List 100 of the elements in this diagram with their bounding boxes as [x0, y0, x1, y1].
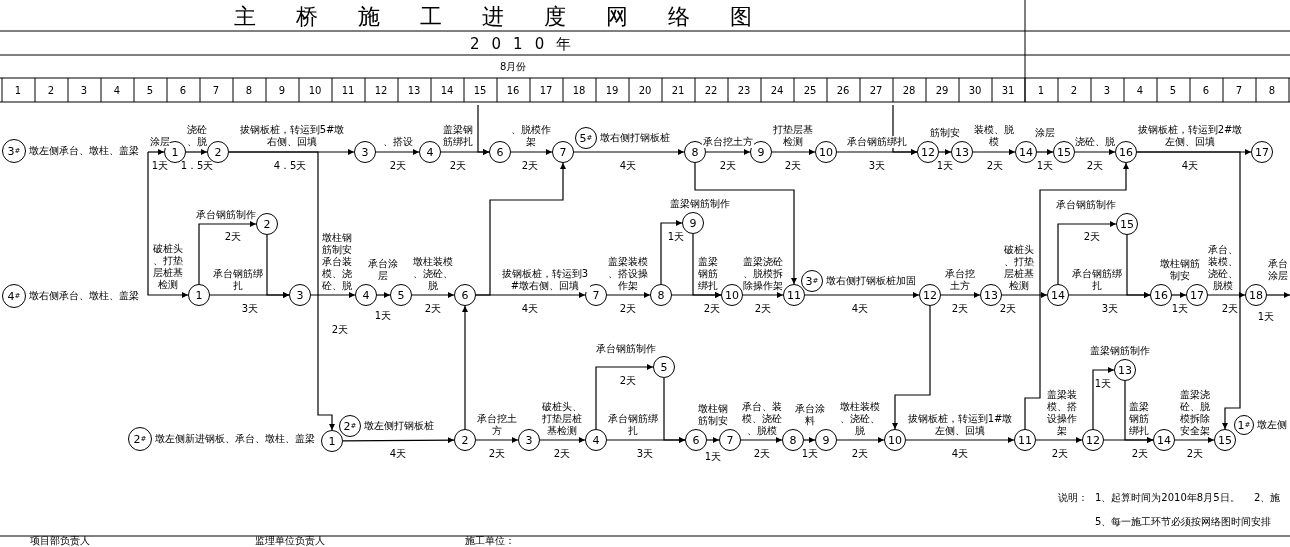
- duration-label: 4天: [389, 447, 407, 461]
- pier-caption: 墩左侧: [1257, 418, 1287, 432]
- edge-label: 涂层: [1035, 127, 1055, 139]
- edge-label: 承台钢筋绑扎: [212, 268, 264, 292]
- duration-label: 2天: [619, 374, 637, 388]
- day-number: 23: [737, 84, 751, 96]
- event-circle: 5: [653, 356, 675, 378]
- duration-label: 3天: [636, 447, 654, 461]
- duration-label: 2天: [986, 159, 1004, 173]
- arrow: [198, 221, 257, 285]
- arrow: [892, 305, 931, 430]
- day-number: 15: [473, 84, 487, 96]
- day-number: 6: [1202, 84, 1210, 96]
- duration-label: 2天: [951, 302, 969, 316]
- event-circle: 1: [321, 430, 343, 452]
- edge-label: 拔钢板桩，转运到2#墩左侧、回填: [1137, 124, 1243, 148]
- day-number: 27: [869, 84, 883, 96]
- arrow: [228, 151, 335, 431]
- edge-label: 墩柱钢筋制安: [1160, 258, 1200, 282]
- event-circle: 6: [685, 429, 707, 451]
- note-text: 说明：: [1058, 491, 1088, 505]
- arrow: [1074, 149, 1116, 155]
- arrow: [475, 437, 519, 443]
- event-circle: 12: [917, 141, 939, 163]
- arrow: [185, 149, 208, 155]
- edge-label: 墩柱钢筋制安承台装模、浇砼、脱: [322, 232, 352, 292]
- edge-label: 拔钢板桩，转运到3#墩右侧、回填: [500, 268, 590, 292]
- event-circle: 15: [1053, 141, 1075, 163]
- arrow: [1057, 221, 1117, 285]
- arrow: [771, 149, 816, 155]
- arrow: [705, 149, 751, 155]
- day-number: 21: [671, 84, 685, 96]
- event-circle: 4: [355, 284, 377, 306]
- arrow: [663, 377, 686, 443]
- duration-label: 1天: [1257, 310, 1275, 324]
- edge-label: 承台钢筋制作: [596, 343, 656, 355]
- event-circle: 16: [1115, 141, 1137, 163]
- event-circle: 4: [419, 141, 441, 163]
- duration-label: 3天: [241, 302, 259, 316]
- duration-label: 2天: [1086, 159, 1104, 173]
- note-text: 2、施: [1254, 491, 1281, 505]
- pier-number-circle: 1$^{#}$: [1234, 415, 1254, 435]
- edge-label: 拔钢板桩，转运到1#墩左侧、回填: [906, 413, 1014, 437]
- edge-label: 承台钢筋制作: [196, 209, 256, 221]
- edge-label: 盖梁浇砼、脱模拆除操作架: [743, 256, 783, 292]
- duration-label: 4天: [1181, 159, 1199, 173]
- duration-label: 1天: [1036, 159, 1054, 173]
- event-circle: 6: [489, 141, 511, 163]
- event-circle: 2: [454, 429, 476, 451]
- edge-label: 承台涂层: [1268, 258, 1288, 282]
- edge-label: 筋制安: [930, 127, 960, 139]
- arrow: [1124, 380, 1154, 443]
- arrow: [606, 292, 651, 298]
- day-number: 2: [47, 84, 55, 96]
- day-number: 20: [638, 84, 652, 96]
- event-circle: 17: [1186, 284, 1208, 306]
- arrow: [660, 220, 683, 285]
- event-circle: 8: [782, 429, 804, 451]
- event-circle: 11: [1014, 429, 1036, 451]
- duration-label: 2天: [851, 447, 869, 461]
- duration-label: 4天: [619, 159, 637, 173]
- day-number: 26: [836, 84, 850, 96]
- day-number: 2: [1070, 84, 1078, 96]
- edge-label: 盖梁钢筋绑扎: [441, 124, 475, 148]
- day-number: 9: [278, 84, 286, 96]
- duration-label: 2天: [488, 447, 506, 461]
- duration-label: 4天: [851, 302, 869, 316]
- signature-label: 项目部负责人: [30, 534, 90, 547]
- day-number: 3: [80, 84, 88, 96]
- arrow: [310, 292, 356, 298]
- pier-number-circle: 5$^{#}$: [575, 127, 597, 149]
- day-number: 13: [407, 84, 421, 96]
- duration-label: 2天: [703, 302, 721, 316]
- day-number: 3: [1103, 84, 1111, 96]
- duration-label: 1天: [1171, 302, 1189, 316]
- day-number: 7: [212, 84, 220, 96]
- day-number: 19: [605, 84, 619, 96]
- year-heading: 2010年: [470, 34, 584, 54]
- event-circle: 3: [518, 429, 540, 451]
- arrow: [376, 292, 391, 298]
- edge-label: 破桩头、打垫层桩基检测: [1004, 244, 1034, 292]
- duration-label: 2天: [389, 159, 407, 173]
- event-circle: 15: [1116, 213, 1138, 235]
- duration-label: 4天: [951, 447, 969, 461]
- duration-label: 1天: [704, 450, 722, 464]
- edge-label: 涂层: [150, 136, 170, 148]
- day-number: 12: [374, 84, 388, 96]
- pier-number-circle: 4$^{#}$: [2, 284, 26, 308]
- edge-label: 墩柱装模、浇砼、脱: [413, 256, 453, 292]
- event-circle: 14: [1015, 141, 1037, 163]
- duration-label: 2天: [754, 302, 772, 316]
- event-circle: 13: [980, 284, 1002, 306]
- edge-label: 盖梁装模、搭设操作架: [1044, 389, 1080, 437]
- duration-label: 2天: [1221, 302, 1239, 316]
- event-circle: 9: [682, 212, 704, 234]
- event-circle: 3: [289, 284, 311, 306]
- event-circle: 12: [919, 284, 941, 306]
- day-number: 10: [308, 84, 322, 96]
- event-circle: 10: [721, 284, 743, 306]
- edge-label: 盖梁钢筋绑扎: [696, 256, 720, 292]
